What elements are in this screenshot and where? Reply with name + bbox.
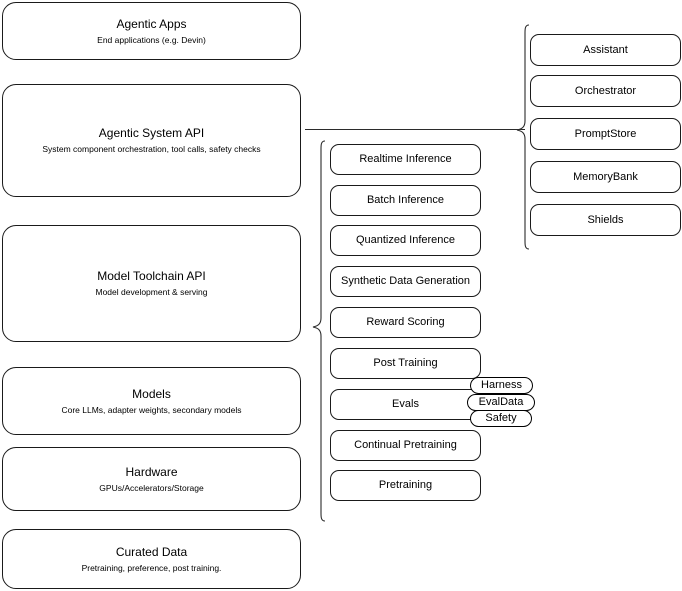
component-label: Realtime Inference [359,153,452,165]
layer-subtitle: System component orchestration, tool cal… [42,144,261,154]
component-label: Synthetic Data Generation [340,275,471,287]
layer-subtitle: GPUs/Accelerators/Storage [99,482,204,493]
pill-label: Harness [481,379,522,391]
bracket-system-components [516,24,530,250]
toolchain-component-quantized-inference[interactable]: Quantized Inference [330,225,481,256]
toolchain-component-continual-pretraining[interactable]: Continual Pretraining [330,430,481,461]
layer-title: Agentic Apps [116,16,187,31]
toolchain-component-realtime-inference[interactable]: Realtime Inference [330,144,481,175]
component-label: Pretraining [378,479,433,491]
toolchain-component-evals[interactable]: Evals [330,389,481,420]
system-component-shields[interactable]: Shields [530,204,681,236]
layer-subtitle: End applications (e.g. Devin) [97,34,206,45]
layer-subtitle: Core LLMs, adapter weights, secondary mo… [61,404,242,415]
layer-title: Model Toolchain API [97,269,206,283]
component-label: Evals [392,398,419,410]
eval-subcomponent-safety[interactable]: Safety [470,410,532,427]
toolchain-component-batch-inference[interactable]: Batch Inference [330,185,481,216]
component-label: MemoryBank [573,170,638,183]
component-label: Assistant [583,43,628,56]
component-label: Post Training [373,357,438,369]
layer-title: Curated Data [115,544,188,559]
component-label: Batch Inference [366,194,445,206]
component-label: PromptStore [574,127,637,140]
layer-hardware[interactable]: Hardware GPUs/Accelerators/Storage [2,447,301,511]
layer-subtitle: Model development & serving [95,287,208,297]
layer-model-toolchain-api[interactable]: Model Toolchain API Model development & … [2,225,301,342]
layer-subtitle: Pretraining, preference, post training. [81,562,222,573]
bracket-toolchain-components [312,140,326,522]
component-label: Shields [587,213,624,226]
system-component-memorybank[interactable]: MemoryBank [530,161,681,193]
connector-system-api-to-components [305,129,525,130]
component-label: Reward Scoring [366,316,445,328]
component-label: Quantized Inference [355,234,456,246]
system-component-assistant[interactable]: Assistant [530,34,681,66]
component-label: Orchestrator [574,84,637,97]
eval-subcomponent-evaldata[interactable]: EvalData [467,394,535,411]
pill-label: EvalData [478,396,524,408]
layer-curated-data[interactable]: Curated Data Pretraining, preference, po… [2,529,301,589]
layer-title: Agentic System API [98,126,205,140]
toolchain-component-post-training[interactable]: Post Training [330,348,481,379]
toolchain-component-pretraining[interactable]: Pretraining [330,470,481,501]
layer-agentic-apps[interactable]: Agentic Apps End applications (e.g. Devi… [2,2,301,60]
layer-title: Hardware [125,464,178,479]
layer-title: Models [132,386,171,401]
layer-agentic-system-api[interactable]: Agentic System API System component orch… [2,84,301,197]
toolchain-component-reward-scoring[interactable]: Reward Scoring [330,307,481,338]
component-label: Continual Pretraining [354,439,457,451]
pill-label: Safety [485,412,517,424]
system-component-orchestrator[interactable]: Orchestrator [530,75,681,107]
layer-models[interactable]: Models Core LLMs, adapter weights, secon… [2,367,301,435]
system-component-promptstore[interactable]: PromptStore [530,118,681,150]
eval-subcomponent-harness[interactable]: Harness [470,377,533,394]
toolchain-component-synthetic-data-generation[interactable]: Synthetic Data Generation [330,266,481,297]
